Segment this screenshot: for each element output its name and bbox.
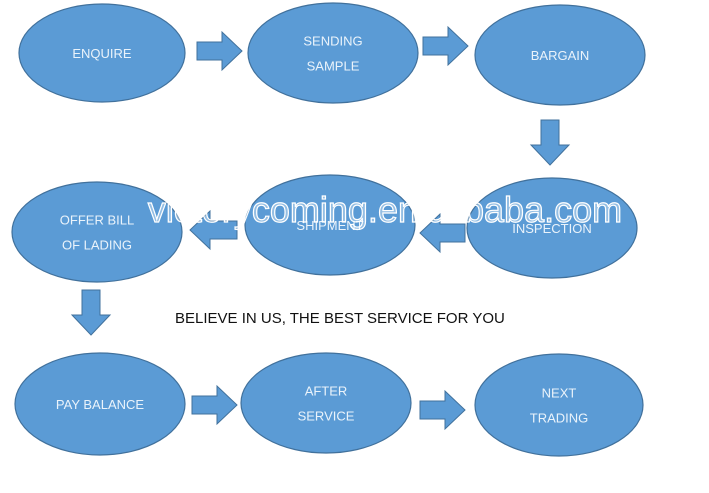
node-shape [466,177,638,279]
node-inspection: INSPECTION [466,177,638,279]
arrow-left-icon [189,209,238,251]
slogan: BELIEVE IN US, THE BEST SERVICE FOR YOU [175,310,505,327]
node-after-service: AFTER SERVICE [240,352,412,454]
node-shape [244,174,416,276]
node-shape [18,3,186,103]
node-label: SERVICE [298,409,355,424]
node-label: ENQUIRE [72,46,132,61]
node-shape [240,352,412,454]
node-bargain: BARGAIN [474,4,646,106]
node-offer-bill-of-lading: OFFER BILL OF LADING [11,181,183,283]
node-shape [14,352,186,456]
node-enquire: ENQUIRE [18,3,186,103]
node-next-trading: NEXT TRADING [474,353,644,457]
node-label: TRADING [530,411,589,426]
node-sending-sample: SENDING SAMPLE [247,2,419,104]
arrow-right-icon [191,384,238,426]
arrow-right-icon [422,25,469,67]
node-label: OF LADING [62,238,132,253]
node-label: BARGAIN [531,48,590,63]
node-label: SAMPLE [307,59,360,74]
arrow-down-icon [70,289,112,336]
watermark: victorycoming.en.alibaba.com [148,189,622,230]
arrow-right-icon [419,389,466,431]
node-label: AFTER [305,384,348,399]
node-shape [11,181,183,283]
node-shape [474,353,644,457]
node-shipment: SHIPMENT [244,174,416,276]
node-label: SHIPMENT [296,218,363,233]
arrow-left-icon [419,212,466,254]
arrow-down-icon [529,119,571,166]
node-label: SENDING [303,34,362,49]
node-shape [247,2,419,104]
node-label: OFFER BILL [60,213,134,228]
node-label: NEXT [542,386,577,401]
arrow-right-icon [196,30,243,72]
node-pay-balance: PAY BALANCE [14,352,186,456]
node-label: INSPECTION [512,221,591,236]
node-label: PAY BALANCE [56,397,144,412]
node-shape [474,4,646,106]
